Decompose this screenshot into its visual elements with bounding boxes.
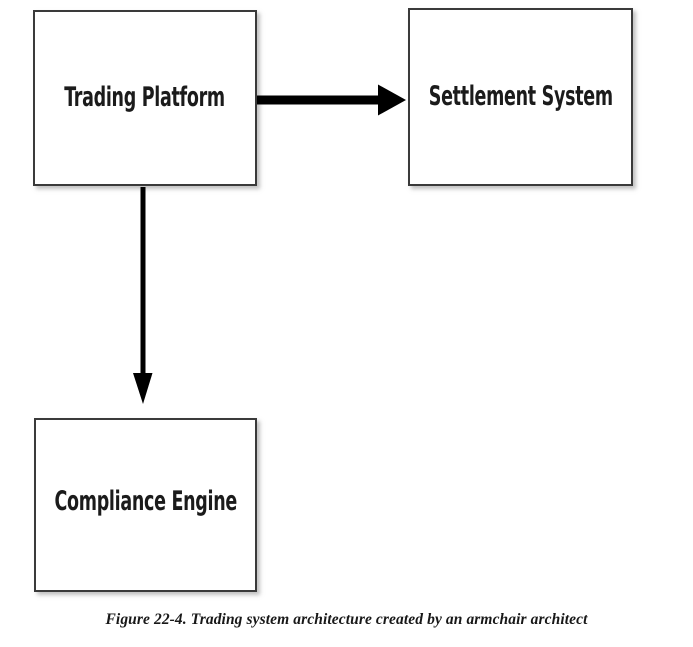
- node-settlement-system-label: Settlement System: [428, 80, 613, 112]
- node-compliance-engine[interactable]: Compliance Engine: [34, 418, 257, 592]
- node-compliance-engine-label: Compliance Engine: [54, 485, 237, 517]
- arrow-trading-platform-to-settlement-system: [257, 84, 406, 116]
- figure-caption: Figure 22-4. Trading system architecture…: [105, 611, 588, 628]
- arrow-trading-platform-to-compliance-engine: [133, 187, 153, 404]
- node-trading-platform-label: Trading Platform: [64, 81, 226, 113]
- node-settlement-system[interactable]: Settlement System: [408, 8, 633, 186]
- node-trading-platform[interactable]: Trading Platform: [33, 10, 257, 186]
